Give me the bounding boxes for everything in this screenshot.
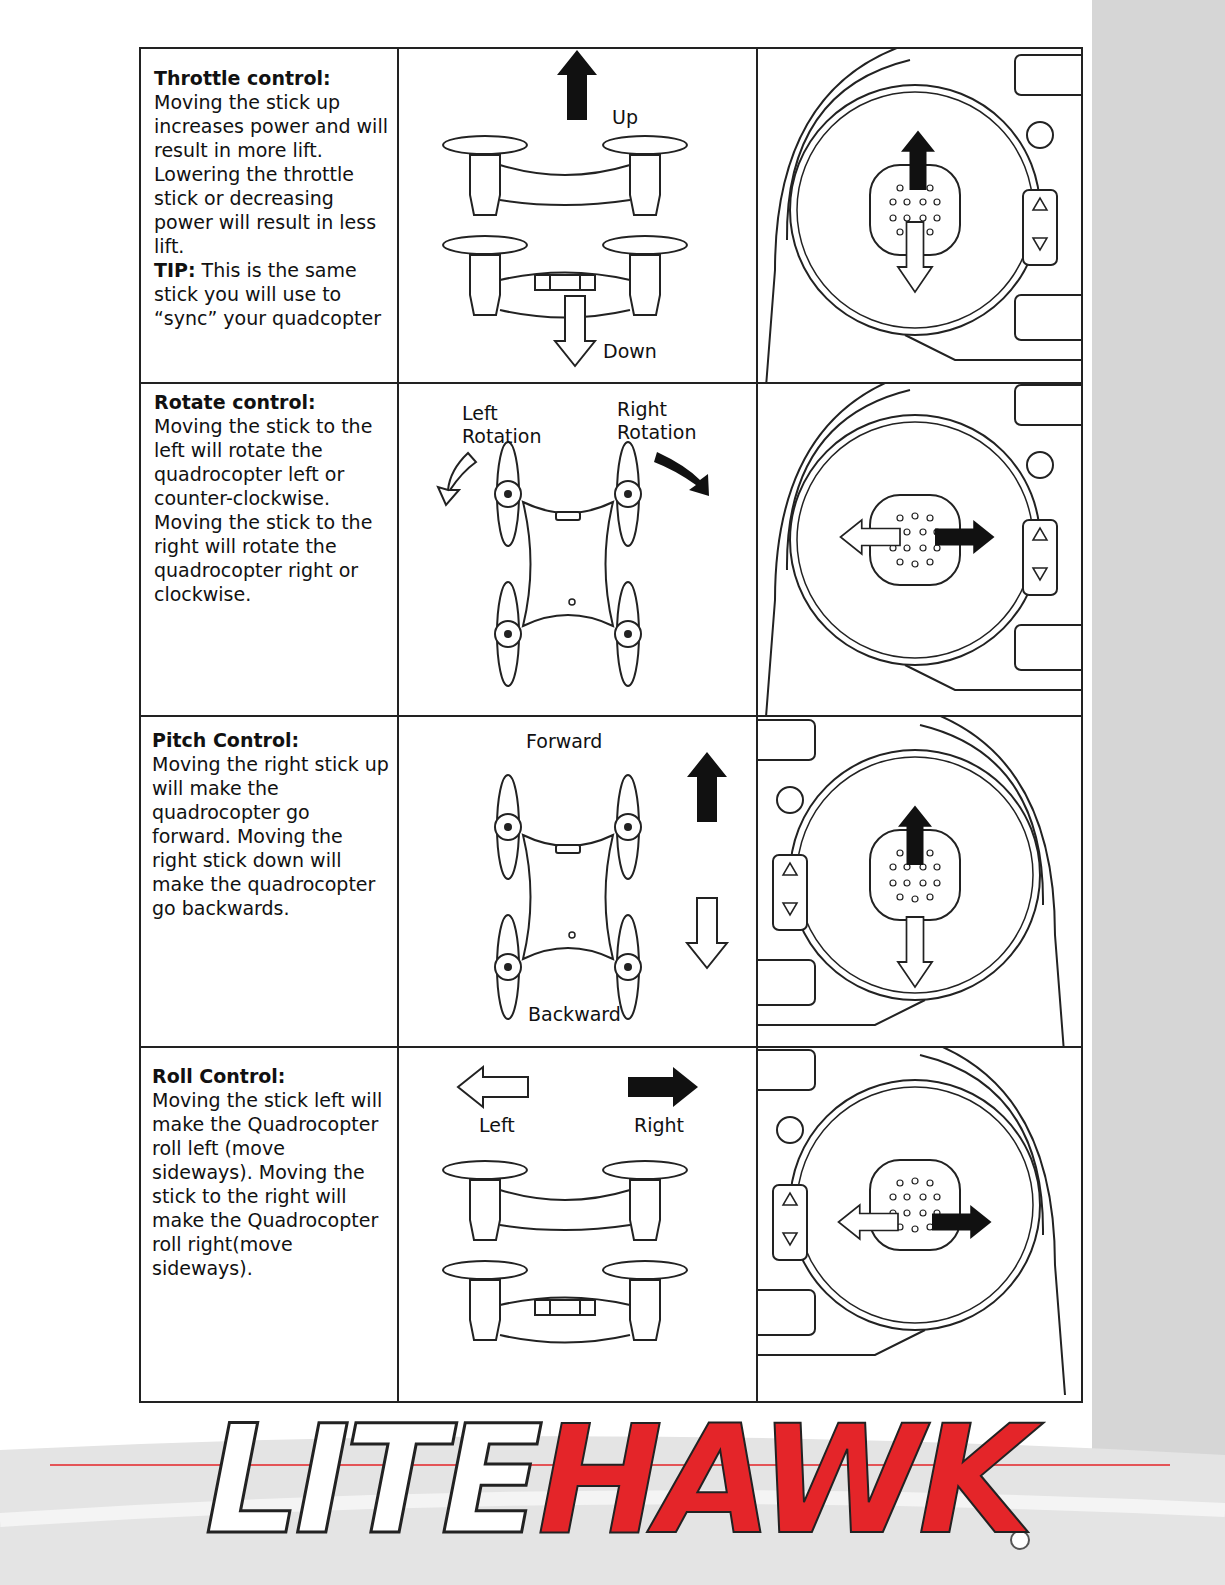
- cell-heading: Roll Control:: [152, 1064, 390, 1088]
- cell-heading: Throttle control:: [154, 66, 392, 90]
- text-cell: Pitch Control:Moving the right stick up …: [152, 728, 390, 920]
- text-cell: Rotate control:Moving the stick to the l…: [154, 390, 392, 606]
- text-cell: Roll Control:Moving the stick left will …: [152, 1064, 390, 1280]
- cell-heading: Rotate control:: [154, 390, 392, 414]
- arrow-label: Backward: [528, 1003, 648, 1026]
- cell-body: Moving the stick to the left will rotate…: [154, 414, 392, 606]
- tip-line: TIP: This is the same stick you will use…: [154, 258, 392, 330]
- arrow-label: Right: [634, 1114, 704, 1137]
- arrow-label: Right Rotation: [617, 398, 727, 444]
- arrow-label: Left: [479, 1114, 549, 1137]
- cell-heading: Pitch Control:: [152, 728, 390, 752]
- arrow-label: Up: [612, 106, 672, 129]
- brand-logo: LITEHAWK: [205, 1395, 1035, 1565]
- logo-text: HAWK: [537, 1395, 1028, 1565]
- logo-text: LITE: [205, 1395, 537, 1565]
- cell-body: Moving the stick left will make the Quad…: [152, 1088, 390, 1280]
- arrow-label: Down: [603, 340, 683, 363]
- tip-heading: TIP:: [154, 259, 196, 281]
- arrow-label: Forward: [526, 730, 636, 753]
- cell-body: Moving the right stick up will make the …: [152, 752, 390, 920]
- cell-body: Moving the stick up increases power and …: [154, 90, 392, 258]
- arrow-label: Left Rotation: [462, 402, 572, 448]
- text-cell: Throttle control:Moving the stick up inc…: [154, 66, 392, 330]
